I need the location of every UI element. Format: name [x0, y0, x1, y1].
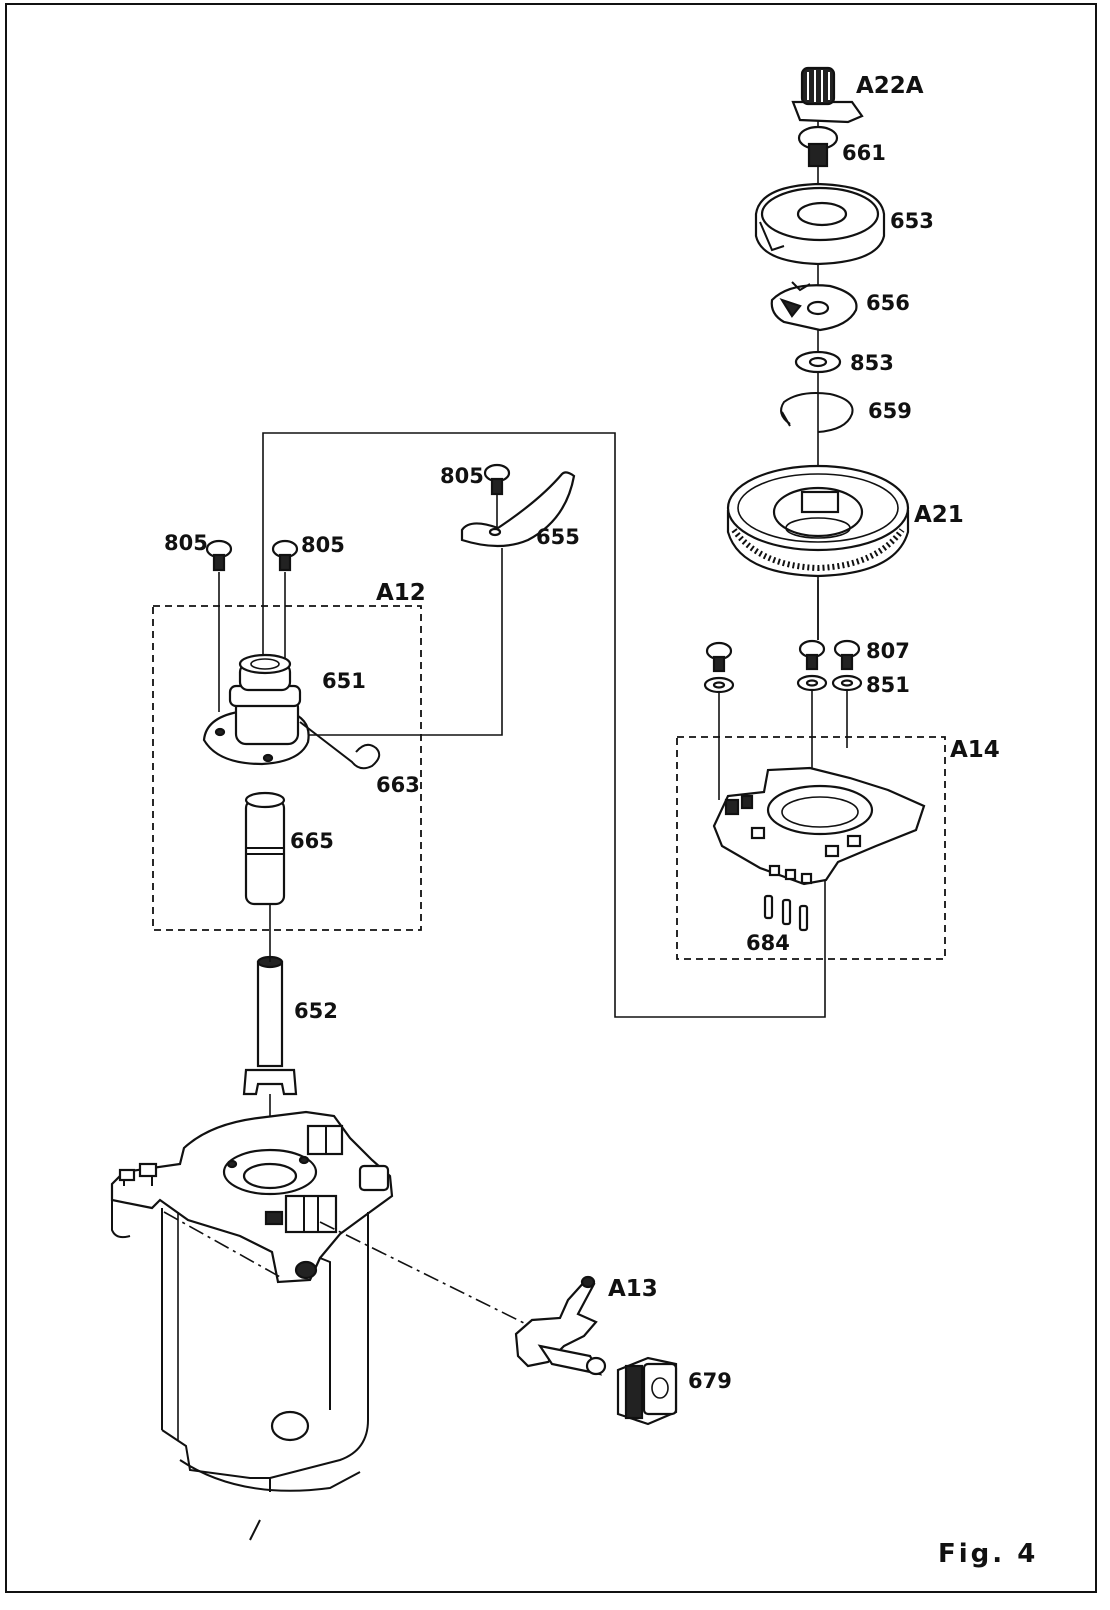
label-805-top: 805 [440, 464, 484, 488]
group-box-a14 [676, 736, 946, 960]
label-853: 853 [850, 351, 894, 375]
label-a21: A21 [914, 502, 964, 528]
group-box-a12 [152, 605, 422, 931]
cam-653 [754, 182, 886, 266]
lever-a13 [514, 1275, 607, 1376]
shaft-652 [242, 935, 298, 1096]
label-a13: A13 [608, 1276, 658, 1302]
sleeve-665 [244, 791, 286, 906]
label-851: 851 [866, 673, 910, 697]
label-655: 655 [536, 525, 580, 549]
label-656: 656 [866, 291, 910, 315]
leader-655-651 [283, 548, 503, 736]
label-805-right: 805 [301, 533, 345, 557]
pins-684 [763, 894, 809, 932]
label-a22a: A22A [856, 73, 924, 99]
page-border [5, 3, 1097, 1593]
label-807: 807 [866, 639, 910, 663]
bushing-651 [202, 653, 310, 766]
snap-ring-659 [780, 392, 854, 433]
screw-661 [797, 125, 839, 168]
center-line-body-a13 [319, 1221, 531, 1327]
screw-807-mid [796, 639, 828, 692]
screw-807 [831, 639, 863, 692]
knob-679 [616, 1356, 678, 1426]
knob-a22a [791, 66, 864, 124]
label-684: 684 [746, 931, 790, 955]
screw-805-right [271, 539, 299, 572]
label-a12: A12 [376, 580, 426, 606]
dial-ring-a21 [726, 464, 910, 578]
spring-clip-663 [299, 721, 381, 770]
label-679: 679 [688, 1369, 732, 1393]
label-665: 665 [290, 829, 334, 853]
label-805-left: 805 [164, 531, 208, 555]
washer-853 [794, 350, 842, 374]
machine-body [110, 1110, 394, 1541]
screw-805-top [483, 463, 511, 496]
label-a14: A14 [950, 737, 1000, 763]
screw-805-left [205, 539, 233, 572]
label-651: 651 [322, 669, 366, 693]
figure-caption: Fig. 4 [938, 1539, 1038, 1569]
connection-line-651-a14 [262, 432, 826, 1018]
center-line-body-left [163, 1211, 283, 1279]
label-652: 652 [294, 999, 338, 1023]
base-plate-a14 [712, 766, 926, 886]
label-663: 663 [376, 773, 420, 797]
spring-plate-655 [460, 471, 576, 548]
plate-656 [770, 281, 858, 332]
screw-807-left [703, 641, 735, 694]
label-653: 653 [890, 209, 934, 233]
label-661: 661 [842, 141, 886, 165]
label-659: 659 [868, 399, 912, 423]
